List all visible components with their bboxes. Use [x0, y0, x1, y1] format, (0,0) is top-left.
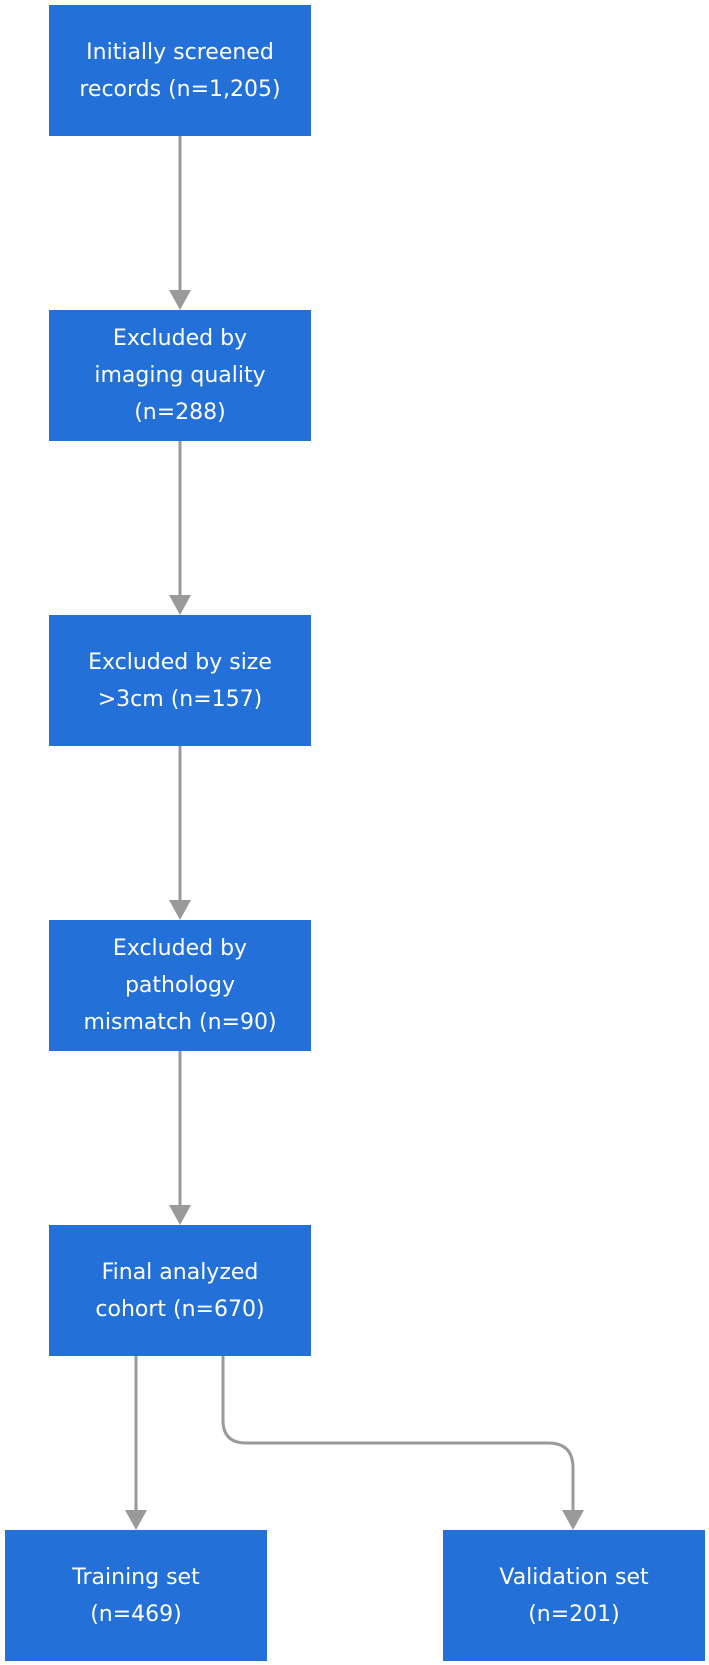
node-text-line: Training set — [72, 1564, 200, 1590]
arrowhead-icon — [562, 1510, 584, 1530]
node-text-line: records (n=1,205) — [79, 76, 281, 102]
node-text-line: >3cm (n=157) — [97, 686, 263, 712]
node-text-line: mismatch (n=90) — [83, 1010, 277, 1035]
node-text-line: Excluded by size — [88, 649, 272, 675]
node-text-line: (n=469) — [90, 1601, 182, 1627]
node-text-line: Initially screened — [86, 39, 274, 65]
arrowhead-icon — [169, 595, 191, 615]
node-text-line: imaging quality — [94, 363, 266, 388]
arrowhead-icon — [169, 900, 191, 920]
node-text-line: Excluded by — [112, 326, 248, 351]
node-excluded-pathology: Excluded by pathology mismatch (n=90) — [49, 920, 311, 1051]
arrowhead-icon — [169, 290, 191, 310]
node-initially-screened: Initially screened records (n=1,205) — [49, 5, 311, 136]
node-excluded-imaging-quality: Excluded by imaging quality (n=288) — [49, 310, 311, 441]
node-excluded-size: Excluded by size >3cm (n=157) — [49, 615, 311, 746]
node-text-line: (n=288) — [134, 400, 226, 425]
node-text-line: Final analyzed — [101, 1259, 259, 1285]
node-validation-set: Validation set (n=201) — [443, 1530, 705, 1661]
arrowhead-icon — [125, 1510, 147, 1530]
arrowhead-icon — [169, 1205, 191, 1225]
node-training-set: Training set (n=469) — [5, 1530, 267, 1661]
node-text-line: Validation set — [499, 1564, 649, 1590]
node-text-line: pathology — [124, 973, 236, 998]
node-text-line: cohort (n=670) — [95, 1296, 265, 1322]
edge-final-to-validation — [221, 1356, 575, 1520]
node-text-line: Excluded by — [112, 936, 248, 961]
node-text-line: (n=201) — [528, 1601, 620, 1627]
node-final-cohort: Final analyzed cohort (n=670) — [49, 1225, 311, 1356]
